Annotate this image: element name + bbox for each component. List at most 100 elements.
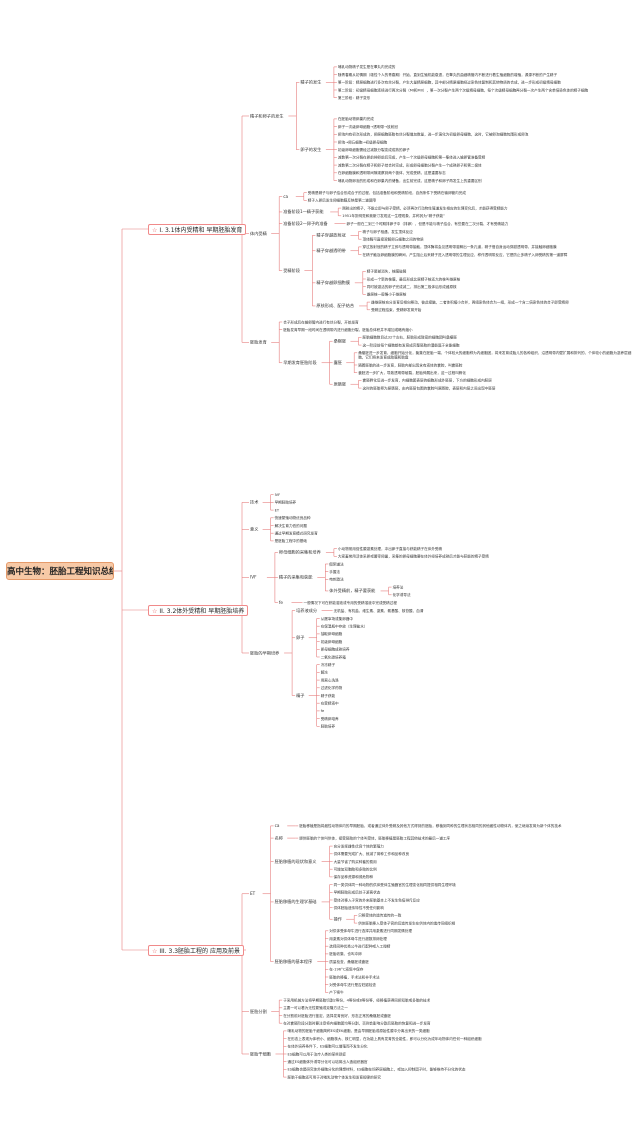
b1-n1-leaf-0[interactable]: 快速繁殖动物优良品种: [275, 515, 311, 520]
b1-n3-2-leaf-5[interactable]: 在受精液中: [321, 700, 339, 705]
b0-n1-1-leaf-0[interactable]: 刚射出的精子，不能立即与卵子受精，必须再次行动物生殖道发生相应的生理变化后，才能…: [342, 205, 508, 210]
b0-n2-2-0-label[interactable]: 桑椹胚: [334, 338, 347, 345]
b2-n0-4-leaf-0[interactable]: 对供体受体母牛进行选择并用激素进行同期发情处理: [329, 928, 412, 933]
b2-n1-leaf-1[interactable]: 主要一可以看为无性繁殖或克隆方法之一: [283, 1005, 348, 1010]
b2-n2-leaf-3[interactable]: ES细胞可以用于治疗人类的某些顽症: [288, 1051, 347, 1056]
b1-n2-2-leaf-0[interactable]: 一般情况下可在获能溶液或专用的受精溶液中完成受精过程: [304, 600, 398, 605]
b1-n3-2-leaf-0[interactable]: 冷冻精子: [321, 662, 336, 667]
b2-n0-1-label[interactable]: 名称: [275, 834, 283, 841]
b2-n0-4-leaf-1[interactable]: 用激素对供体母牛进行超数排卵处理: [329, 936, 387, 941]
b1-n3-1-leaf-5[interactable]: 二氧化碳培养箱: [321, 654, 347, 659]
b0-n0-1-leaf-3[interactable]: 卵泡→卵丘细胞→初级卵母细胞: [338, 139, 388, 144]
b1-n0-leaf-2[interactable]: ET: [275, 508, 280, 512]
b1-n3-2-leaf-6[interactable]: fe: [321, 709, 325, 713]
b0-n1-3-1-label[interactable]: 精子穿越透明带: [316, 247, 345, 254]
b0-n2-2-2-leaf-0[interactable]: 囊胚孵化后进一步发育，内细胞团表层的细胞形成外胚层，下方的细胞形成内胚层: [363, 378, 493, 383]
b2-n2-leaf-5[interactable]: ES细胞也是研究体外细胞分化的理想材料，ES细胞在饲养层细胞上，或加入抑制因子时…: [288, 1067, 466, 1072]
b2-n0-0-leaf-0[interactable]: 胚胎移植是指将雌性动物体内的早期胚胎，或者通过体外受精及其他方式得到的胚胎，移植…: [299, 823, 562, 828]
b0-n1-3-0-label[interactable]: 精子穿越放射冠: [316, 232, 346, 239]
b1-n1-leaf-2[interactable]: 通过早期发育模式研究发育: [275, 530, 319, 535]
b1-n3-1-leaf-4[interactable]: 卵母细胞成熟培养: [321, 647, 350, 652]
b2-n0-3-4-leaf-1[interactable]: 供体胚胎移入受体子宫的后遗传发生在供体内的遗传同组织相: [358, 920, 455, 925]
b2-n2-leaf-1[interactable]: 在形态上表现为体积小、细胞核大、核仁明显，在功能上具有发育的全能性，即可以分化为…: [288, 1036, 482, 1041]
b0-n2-leaf-0[interactable]: 合子形成后在输卵管内进行有丝分裂，开始发育: [283, 319, 359, 324]
b1-n2-label[interactable]: IVF: [250, 575, 257, 580]
b0-n1-3-0-leaf-1[interactable]: 顶体酶可直接溶解卵丘细胞之间的物质: [363, 236, 424, 241]
b0-n2-2-label[interactable]: 早期发育胚胎阶段: [283, 359, 317, 366]
b0-n0-1-leaf-2[interactable]: 卵泡内有初次形成的，卵原细胞胚胎有丝分裂增加数量，进一步演化为初级卵母细胞，这时…: [338, 132, 529, 137]
b0-n1-label[interactable]: 体内受精: [250, 230, 267, 237]
b1-n2-0-leaf-0[interactable]: 小动物常用促性腺激素处理，冲出卵子直接与获能精子在体外受精: [338, 546, 443, 551]
b2-n0-2-label[interactable]: 胚胎移植的现状和意义: [275, 858, 318, 865]
b0-n0-0-label[interactable]: 精子的发生: [300, 79, 321, 86]
b2-n0-2-leaf-1[interactable]: 供体需要完成扩大、就减了育种工作和品种改良: [334, 851, 410, 856]
b1-n3-1-leaf-3[interactable]: 初级卵母细胞: [321, 639, 343, 644]
b0-n1-3-3-label[interactable]: 原核形成、配子结合: [316, 302, 355, 309]
b2-n2-leaf-4[interactable]: 通过ES细胞体外诱导分化可以培育出人造组织器官: [288, 1059, 368, 1064]
b2-n0-label[interactable]: ET: [250, 891, 256, 896]
b2-n0-2-leaf-2[interactable]: 大量节省了购买种畜的费用: [334, 859, 378, 864]
b0-n1-3-3-leaf-1[interactable]: 受精过程结束，受精卵发育开始: [371, 307, 422, 312]
b1-n3-1-label[interactable]: 卵子: [296, 634, 304, 641]
b0-n0-1-leaf-8[interactable]: 哺乳动物卵泡的形成和在卵巢内的储备，出生前完成，这是精子和卵子再发生上的重要区别: [338, 178, 482, 183]
b0-n0-1-label[interactable]: 卵子的发生: [300, 146, 321, 153]
b1-n2-2-label[interactable]: fe: [279, 600, 283, 605]
b2-n0-1-leaf-0[interactable]: 提供胚胎的个体叫供体，接受胚胎的个体叫受体，胚胎移植是胚胎工程其他技术的最后一道…: [299, 835, 450, 840]
b0-n0-1-leaf-5[interactable]: 减数第一次分裂在卵前排卵前后完成，产生一个次级卵母细胞和第一集体进入输卵管准备受…: [338, 155, 486, 160]
b0-n1-3-0-leaf-0[interactable]: 精子与卵子相遇，发生顶体反应: [363, 229, 414, 234]
b0-n0-1-leaf-7[interactable]: 在卵细胞膜和透明带间隙观察到两个极体，完成受精，这是重要标志: [338, 170, 446, 175]
b0-n1-3-1-leaf-1[interactable]: 在精子触及卵细胞膜的瞬间，产生阻止后来精子进入透明带的生理反应，称作透明带反应，…: [363, 252, 568, 257]
b2-n1-leaf-3[interactable]: 在对囊胚阶段分割时要注意将内细胞团均等分割，否则会影响分割后胚胎的恢复和进一步发…: [283, 1020, 431, 1025]
b1-n2-0-label[interactable]: 卵母细胞的采集和培养: [279, 549, 322, 556]
b0-n1-3-3-leaf-0[interactable]: 雌雄原核充分发育后相向移动，彼此接触，二者体积缩小合并，两组染色体合为一组，形成…: [371, 299, 569, 304]
b2-n2-leaf-0[interactable]: 哺乳动物的胚胎干细胞简称ES或EK细胞，是由早期胚胎或原始性腺中分离出来的一类细…: [288, 1028, 431, 1033]
b1-n3-1-leaf-1[interactable]: 在保温瓶中存放（生理盐水）: [321, 623, 368, 628]
b1-n2-1-leaf-0[interactable]: 假阴道法: [329, 561, 344, 566]
b2-n0-3-label[interactable]: 胚胎移植的生理学基础: [275, 898, 317, 905]
b2-n0-0-label[interactable]: ca: [275, 823, 280, 828]
b1-n2-0-leaf-1[interactable]: 大家畜常用活体采卵或屠宰卵巢，采集的卵母细胞要在体外经培养成熟后才能与获能的精子…: [338, 554, 489, 559]
b2-n0-3-4-label[interactable]: 操作: [334, 916, 343, 923]
b0-n1-3-2-leaf-3[interactable]: 雌原核一般略小于雄原核: [367, 292, 407, 297]
b0-n0-0-leaf-2[interactable]: 第一阶段：精原细胞进行多次有丝分裂，产生大量精原细胞，其中部分精原细胞经过染色体…: [338, 80, 561, 85]
b2-n0-3-leaf-2[interactable]: 受体对移入子宫的外来胚胎基本上不发生免疫排斥反应: [334, 897, 421, 902]
b1-n1-label[interactable]: 意义: [250, 526, 259, 532]
b0-n1-3-2-leaf-0[interactable]: 精子尾部消失，核膜破裂: [367, 269, 407, 274]
b2-n0-4-leaf-5[interactable]: 在-196°C液氮中保存: [329, 967, 363, 972]
branch-2[interactable]: ☆II. 3.2体外受精和 早期胚胎培养: [148, 604, 249, 616]
b1-n2-1-label[interactable]: 精子的采集和获能: [279, 574, 313, 581]
b2-n0-3-leaf-0[interactable]: 同一类供体同一种动物的供体受体生殖器官的生理变化相同提供相同生理环境: [334, 882, 457, 887]
b0-n1-1-label[interactable]: 准备阶段1一精子获能: [283, 208, 324, 215]
b0-n2-2-1-leaf-1[interactable]: 随着胚胎的进一步发育，胚胎内部出现含有液体的囊腔，叫囊胚腔: [358, 362, 463, 367]
b2-n2-label[interactable]: 胚胎干细胞: [250, 1050, 272, 1057]
b0-n0-1-leaf-0[interactable]: 在胚胎动物卵巢内完成: [338, 116, 374, 121]
b1-n3-2-leaf-1[interactable]: 解冻: [321, 670, 329, 675]
b1-n3-0-label[interactable]: 培养液成分: [296, 607, 318, 614]
b2-n0-4-leaf-6[interactable]: 胚胎的移植，手术法和非手术法: [329, 974, 380, 979]
b2-n0-3-leaf-3[interactable]: 供体胚胎遗传特性不受任何影响: [334, 905, 385, 910]
b2-n0-4-leaf-4[interactable]: 质量检查，桑椹胚或囊胚: [329, 959, 369, 964]
b0-n2-2-1-leaf-0[interactable]: 桑椹胚进一步发育，细胞开始分化，聚集在胚胎一端，个体较大的细胞称为内细胞团，将来…: [358, 350, 632, 360]
b2-n2-leaf-6[interactable]: 胚胎干细胞还可用于对哺乳动物个体发生和发育规律的研究: [288, 1074, 382, 1079]
b0-n2-label[interactable]: 胚胎发育: [250, 339, 267, 346]
b1-n2-1-3-leaf-0[interactable]: 培养法: [393, 584, 404, 589]
b2-n0-3-leaf-1[interactable]: 早期胚胎形成后处于游离状态: [334, 890, 381, 895]
b1-n3-2-leaf-4[interactable]: 精子获能: [321, 693, 336, 698]
b0-n1-0-leaf-0[interactable]: 受精是精子与卵子结合形成合子的过程，包括准备阶段和受精阶段，自然条件下受精在输卵…: [308, 190, 467, 195]
b2-n1-leaf-0[interactable]: 于采用机械方法将早期胚胎切割2等份，4等份或8等份等，经移植获得同卵双胎或多胎的…: [283, 997, 430, 1002]
b2-n0-4-leaf-3[interactable]: 胚胎收集、也叫冲卵: [329, 951, 362, 956]
b2-n0-2-leaf-3[interactable]: 可增加双胞胎和多胎的比例: [334, 866, 378, 871]
root-node[interactable]: 高中生物：胚胎工程知识总结: [6, 562, 114, 580]
b2-n0-4-leaf-8[interactable]: 产下犊牛: [329, 990, 344, 995]
b0-n1-0-leaf-1[interactable]: 精子入卵后发生卵细胞膜反映是第二道屏障: [308, 198, 377, 203]
b0-n1-3-2-leaf-2[interactable]: 同时被激活的卵子完成减二，排出第二极体后形成雌原核: [367, 284, 457, 289]
b2-n1-leaf-2[interactable]: 在分割前对胚胎进行鉴定，选择发育良好，形态正常的桑椹胚或囊胚: [283, 1013, 391, 1018]
b0-n1-0-label[interactable]: ca: [283, 194, 288, 199]
b0-n1-2-label[interactable]: 准备阶段2一卵子的准备: [283, 220, 328, 227]
branch-1[interactable]: ☆I. 3.1体内受精和 早期胚胎发育: [148, 223, 247, 235]
b0-n2-2-0-leaf-1[interactable]: 这一阶段前每个细胞都有发育成完整胚胎的潜能属于全能细胞: [363, 342, 460, 347]
b0-n1-3-2-label[interactable]: 精子穿越卵细胞膜: [316, 279, 350, 286]
b1-n2-1-3-label[interactable]: 体外受精前，精子要获能: [329, 587, 376, 594]
b0-n0-1-leaf-4[interactable]: 初级卵母细胞需经过减数分裂变成成熟的卵子: [338, 147, 410, 152]
b0-n1-2-leaf-0[interactable]: 卵子一般在二到三个时期排卵子中（排卵），但是不能与精子结合，有些要在二次分裂、才…: [347, 221, 509, 226]
